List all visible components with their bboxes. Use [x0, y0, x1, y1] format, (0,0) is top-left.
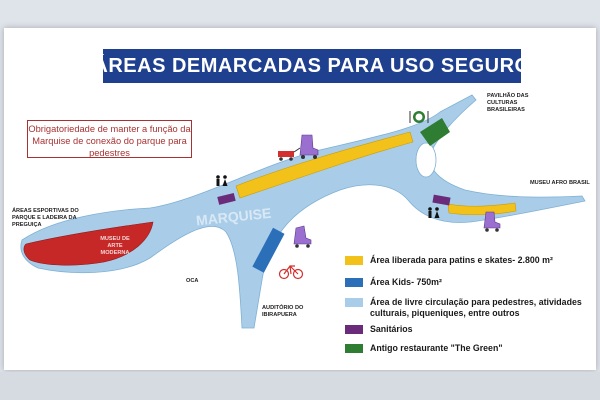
- green-restaurant-zone: [420, 118, 450, 146]
- pedestrian-note: Obrigatoriedade de manter a função da Ma…: [27, 120, 192, 158]
- legend-item-restroom: Sanitários: [345, 324, 413, 335]
- skate-area-east: [447, 202, 517, 216]
- legend-label-restroom: Sanitários: [370, 324, 413, 334]
- restroom-block-east: [432, 194, 451, 206]
- legend-label-pedestrian: Área de livre circulação para pedestres,…: [370, 297, 582, 318]
- label-museu-afro: MUSEU AFRO BRASIL: [530, 180, 590, 186]
- legend-item-pedestrian: Área de livre circulação para pedestres,…: [345, 297, 585, 319]
- page-title: ÁREAS DEMARCADAS PARA USO SEGURO: [93, 49, 530, 83]
- legend-label-green: Antigo restaurante "The Green": [370, 343, 503, 353]
- roundabout-oval: [415, 142, 437, 178]
- museum-modern-art-zone: [23, 221, 154, 266]
- restroom-people-icon: [428, 207, 440, 218]
- restroom-block-center: [217, 192, 236, 205]
- legend-item-kids: Área Kids- 750m²: [345, 277, 442, 288]
- label-areas-esportivas: ÁREAS ESPORTIVAS DO PARQUE E LADEIRA DA …: [12, 208, 79, 228]
- roller-skate-icon: [483, 211, 501, 232]
- legend-swatch-kids: [345, 278, 363, 287]
- legend-swatch-pedestrian: [345, 298, 363, 307]
- wagon-icon: [278, 147, 301, 161]
- legend-label-skate: Área liberada para patins e skates- 2.80…: [370, 255, 553, 265]
- legend-label-kids: Área Kids- 750m²: [370, 277, 442, 287]
- kids-area: [252, 227, 285, 273]
- roller-skate-icon: [299, 134, 319, 159]
- label-pavilhao: PAVILHÃO DAS CULTURAS BRASILEIRAS: [487, 93, 529, 113]
- roller-skate-icon: [293, 225, 312, 248]
- bottom-strip: [0, 372, 600, 400]
- legend-item-green: Antigo restaurante "The Green": [345, 343, 503, 354]
- legend-swatch-restroom: [345, 325, 363, 334]
- bicycle-icon: [278, 265, 304, 280]
- legend-item-skate: Área liberada para patins e skates- 2.80…: [345, 255, 553, 266]
- label-auditorio: AUDITÓRIO DO IBIRAPUERA: [262, 305, 304, 318]
- legend-swatch-skate: [345, 256, 363, 265]
- label-oca: OCA: [186, 278, 199, 284]
- restaurant-icon: [409, 111, 429, 123]
- marquise-watermark: MARQUISE: [195, 205, 272, 229]
- restroom-people-icon: [216, 175, 228, 186]
- skate-area-main: [235, 131, 414, 199]
- label-museu-arte: MUSEU DE ARTE MODERNA: [100, 236, 130, 256]
- legend-swatch-green: [345, 344, 363, 353]
